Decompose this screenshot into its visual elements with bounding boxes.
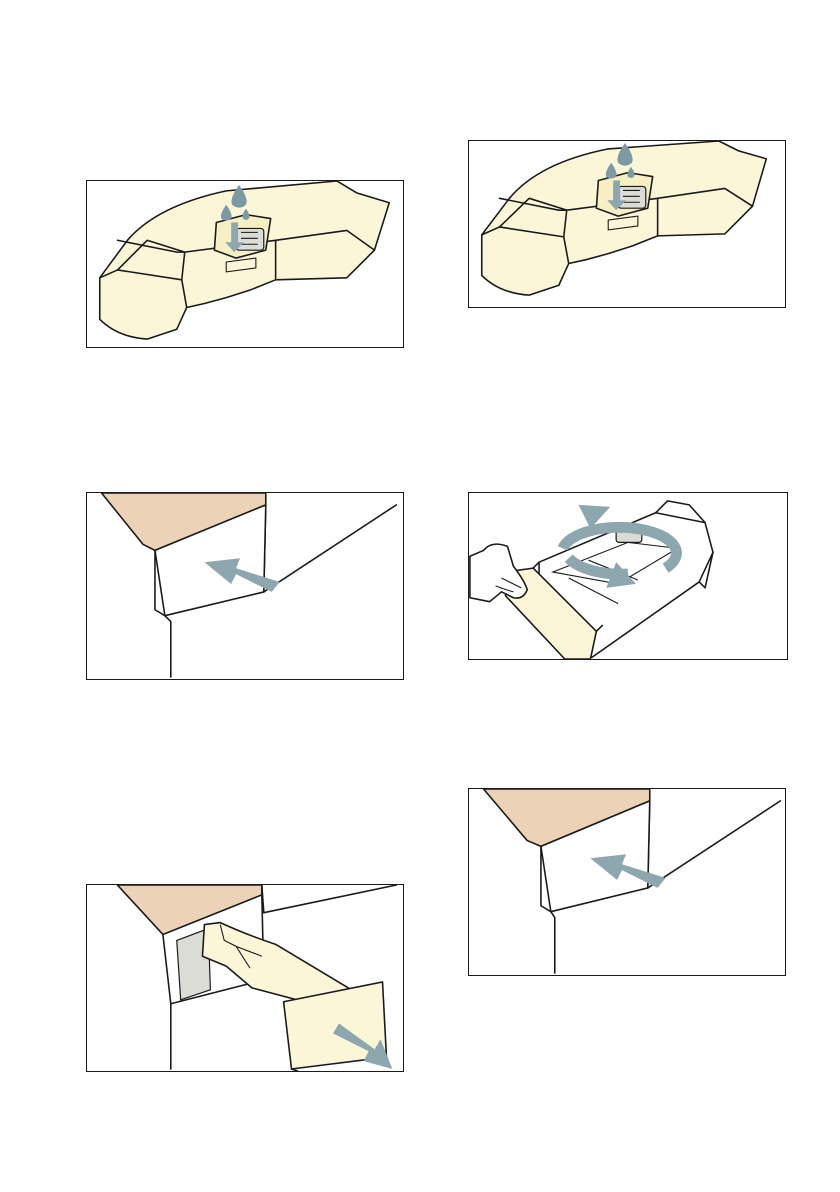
machine-corner-illustration [87, 493, 403, 679]
figure-push-drawer-in-2 [468, 788, 786, 976]
figure-shake-dispenser [468, 492, 788, 660]
figure-fill-rinse-aid-right [468, 140, 786, 308]
figure-push-drawer-in-1 [86, 492, 404, 680]
machine-corner-illustration [469, 789, 785, 975]
figure-pull-drawer-out [86, 884, 404, 1072]
dispenser-drawer-illustration [469, 493, 787, 659]
dispenser-insert-illustration [87, 181, 403, 347]
drawer-pull-illustration [87, 885, 403, 1071]
dispenser-insert-illustration [469, 141, 785, 307]
figure-fill-rinse-aid-left [86, 180, 404, 348]
